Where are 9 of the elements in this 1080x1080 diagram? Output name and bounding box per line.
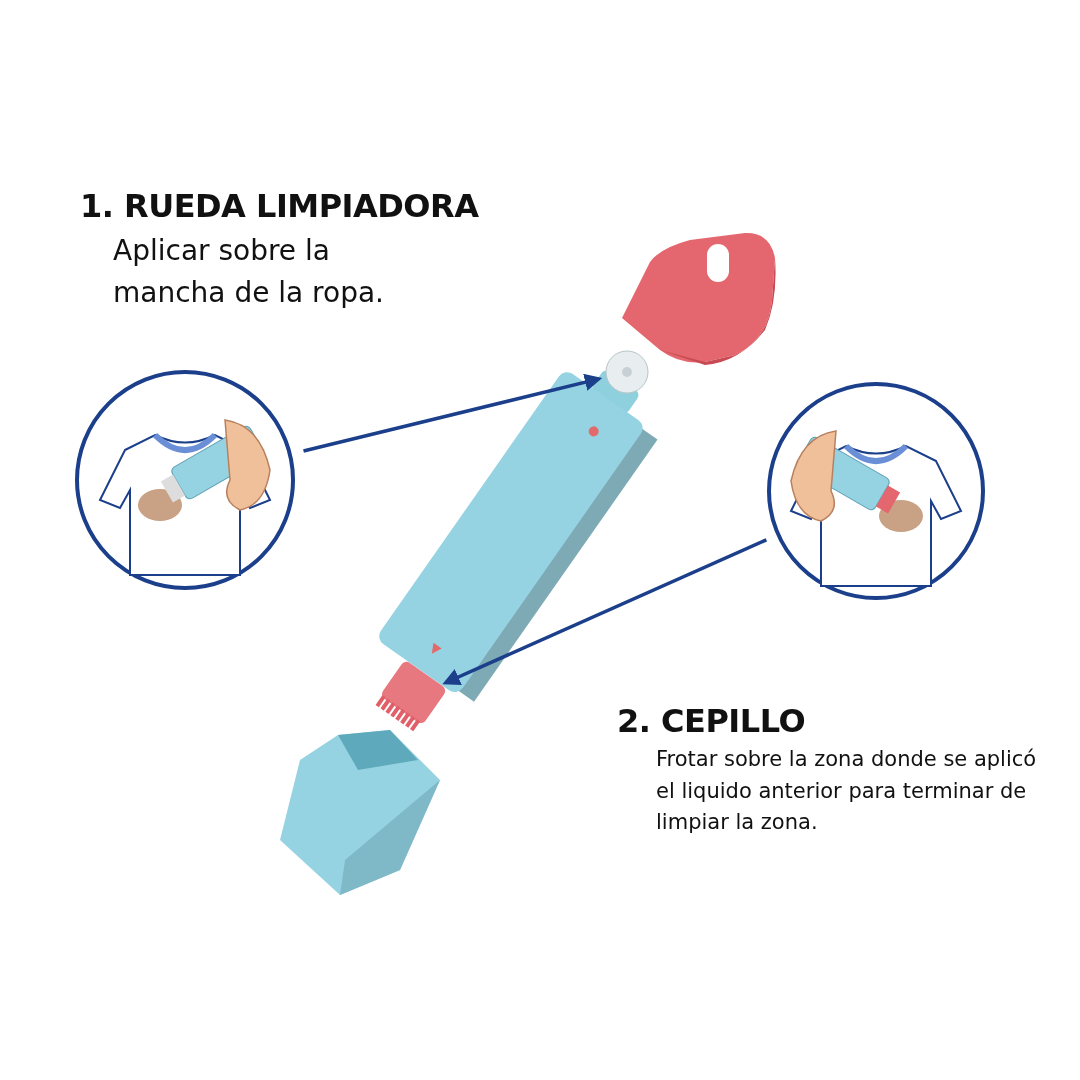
step-description: Frotar sobre la zona donde se aplicó el liquido anterior para terminar de limpiar la zona. [656, 746, 1038, 836]
shirt-stain-illustration [767, 382, 985, 600]
step-heading: 2. CEPILLO [617, 701, 806, 742]
arrow [442, 538, 768, 685]
step-description: Aplicar sobre la mancha de la ropa. [113, 233, 385, 311]
roller-ball [605, 350, 649, 394]
arrow [303, 373, 603, 453]
step-heading: 1. RUEDA LIMPIADORA [80, 186, 479, 227]
shirt-stain-illustration [75, 370, 295, 590]
